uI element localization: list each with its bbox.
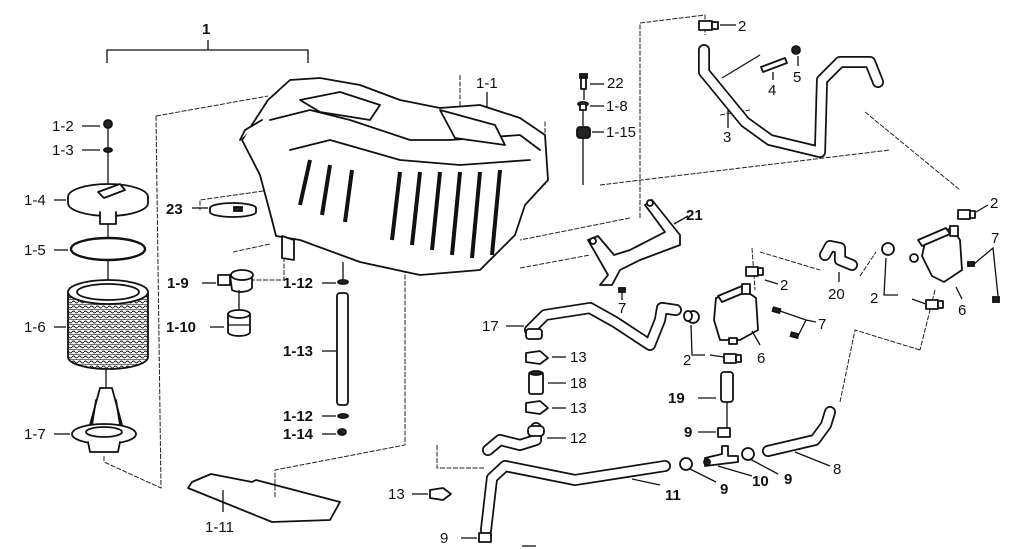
- part-7-screws-lower: [618, 287, 817, 340]
- callout-9-bottom: 9: [440, 530, 448, 547]
- callout-10: 10: [752, 473, 769, 490]
- callout-7-bracket: 7: [618, 300, 626, 317]
- callout-1-2: 1-2: [52, 118, 74, 135]
- part-21-bracket: [587, 199, 681, 286]
- part-9-clip-right: [741, 447, 755, 461]
- callout-19: 19: [668, 390, 685, 407]
- part-1-3-washer: [103, 147, 113, 183]
- callout-7-lower: 7: [818, 316, 826, 333]
- part-1-9-clamp: [217, 269, 254, 310]
- part-11-hose: [480, 460, 671, 536]
- callout-4: 4: [768, 82, 776, 99]
- callout-1-11: 1-11: [205, 519, 234, 536]
- callout-1-4: 1-4: [24, 192, 46, 209]
- callout-6-upper: 6: [958, 302, 966, 319]
- callout-13-c: 13: [388, 486, 405, 503]
- callout-9-mid: 9: [684, 424, 692, 441]
- callout-1-12-bottom: 1-12: [283, 408, 313, 425]
- callout-2-lower-right: 2: [780, 277, 788, 294]
- callout-5: 5: [793, 69, 801, 86]
- callout-1-9: 1-9: [167, 275, 189, 292]
- part-10-t-joint: [703, 445, 739, 467]
- callout-22: 22: [607, 75, 624, 92]
- part-1-11-plate: [187, 473, 341, 523]
- callout-9-right: 9: [784, 471, 792, 488]
- callout-2-lower-left: 2: [683, 352, 691, 369]
- part-1-7-element-holder: [71, 387, 137, 453]
- part-9-clip-bottom: [478, 532, 492, 543]
- callout-7-upper: 7: [991, 230, 999, 247]
- callout-1-5: 1-5: [24, 242, 46, 259]
- part-12-hose: [482, 422, 545, 456]
- reference-lines: [103, 14, 961, 498]
- callout-13-b: 13: [570, 400, 587, 417]
- part-1-6-filter-element: [67, 279, 149, 388]
- assembly-1-bracket: [106, 40, 309, 63]
- callout-1-15: 1-15: [606, 124, 636, 141]
- part-9-clip-left: [679, 457, 693, 471]
- part-2-clip-upper-bottom: [925, 299, 944, 310]
- part-1-5-o-ring: [69, 236, 147, 280]
- part-1-4-element-cover: [67, 183, 149, 238]
- part-19-filter: [720, 371, 734, 428]
- part-18-joint: [528, 370, 544, 395]
- part-6-valve-lower: [713, 283, 759, 345]
- part-7-screws-upper: [967, 246, 1000, 303]
- part-2-clip-upper-top: [957, 209, 976, 220]
- part-1-2-bolt: [103, 119, 113, 148]
- part-2-clip-upper-left: [881, 242, 895, 256]
- callout-2-upper-left: 2: [870, 290, 878, 307]
- part-2-clip-lower-side: [683, 310, 700, 324]
- part-2-clip-top: [698, 20, 719, 31]
- callout-1-3: 1-3: [52, 142, 74, 159]
- part-23-band: [209, 202, 257, 218]
- callout-12: 12: [570, 430, 587, 447]
- part-17-hose: [524, 302, 682, 351]
- part-3-hose: [698, 44, 884, 158]
- callout-11: 11: [665, 487, 681, 504]
- callout-8: 8: [833, 461, 841, 478]
- callout-17: 17: [482, 318, 499, 335]
- part-13-clamp-c: [429, 487, 452, 501]
- part-4-fitting: [760, 57, 788, 73]
- callout-1: 1: [202, 21, 210, 38]
- callout-labels: 1 1-1 1-2 1-3 1-4 1-5 1-6 1-7 1-8 1-9 1-…: [24, 18, 999, 547]
- part-1-8-collar: [577, 101, 589, 126]
- callout-1-12-top: 1-12: [283, 275, 313, 292]
- callout-2-upper-right: 2: [990, 195, 998, 212]
- part-1-15-grommet: [576, 126, 591, 185]
- callout-1-7: 1-7: [24, 426, 46, 443]
- callout-2-top: 2: [738, 18, 746, 35]
- callout-1-8: 1-8: [606, 98, 628, 115]
- part-1-10-plug: [227, 309, 251, 337]
- callout-1-6: 1-6: [24, 319, 46, 336]
- part-9-clip-mid: [717, 427, 731, 438]
- part-8-hose: [762, 406, 836, 457]
- callout-1-13: 1-13: [283, 343, 313, 360]
- callout-13-a: 13: [570, 349, 587, 366]
- callout-1-1: 1-1: [476, 75, 498, 92]
- part-2-clip-lower-bottom: [723, 353, 742, 364]
- callout-20: 20: [828, 286, 845, 303]
- part-13-clamp-b: [525, 400, 549, 415]
- part-22-bolt: [579, 73, 588, 100]
- callout-23: 23: [166, 201, 183, 218]
- callout-1-10: 1-10: [166, 319, 196, 336]
- callout-6-lower: 6: [757, 350, 765, 367]
- callout-1-14: 1-14: [283, 426, 314, 443]
- part-6-valve-upper: [909, 225, 963, 283]
- air-cleaner-case: [239, 77, 549, 276]
- callout-18: 18: [570, 375, 587, 392]
- part-5-cap: [791, 45, 801, 55]
- callout-3: 3: [723, 129, 731, 146]
- part-1-13-drain-tube: [336, 262, 349, 436]
- part-2-clip-lower-top: [745, 266, 764, 277]
- callout-9-left: 9: [720, 481, 728, 498]
- part-20-hose: [819, 240, 858, 271]
- callout-21: 21: [686, 207, 703, 224]
- leader-lines: [54, 24, 989, 539]
- part-13-clamp-a: [525, 350, 549, 365]
